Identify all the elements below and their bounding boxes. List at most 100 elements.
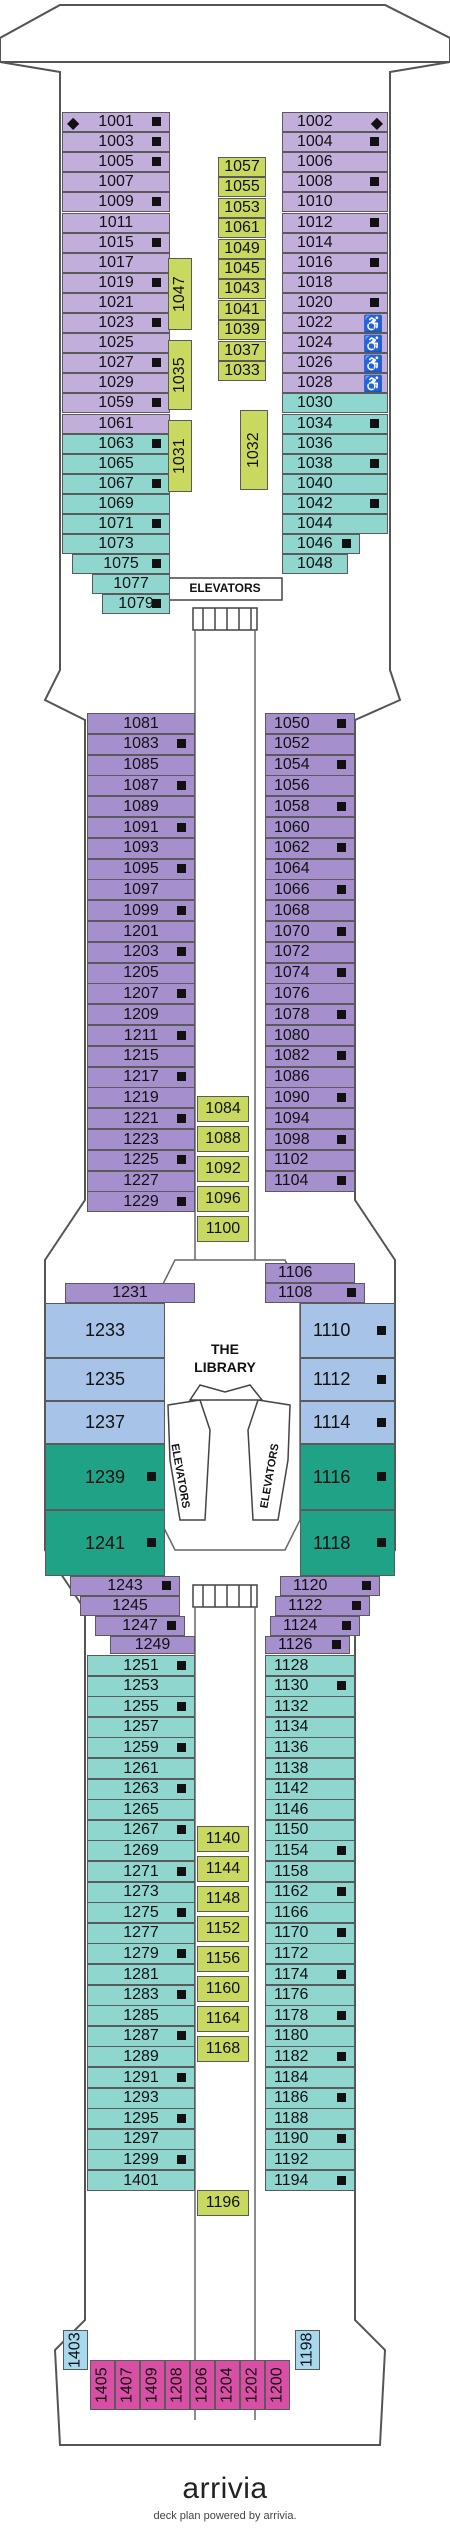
cabin-1279[interactable]: 1279	[87, 1943, 195, 1965]
cabin-1208[interactable]: 1208	[165, 2360, 190, 2410]
cabin-1038[interactable]: 1038	[282, 453, 388, 474]
cabin-1106[interactable]: 1106	[265, 1263, 355, 1283]
cabin-1160[interactable]: 1160	[197, 1976, 249, 2002]
cabin-1041[interactable]: 1041	[218, 299, 266, 320]
cabin-1146[interactable]: 1146	[265, 1799, 355, 1821]
cabin-1255[interactable]: 1255	[87, 1696, 195, 1718]
cabin-1403[interactable]: 1403	[63, 2330, 88, 2370]
cabin-1009[interactable]: 1009	[62, 192, 170, 213]
cabin-1245[interactable]: 1245	[80, 1596, 180, 1616]
cabin-1174[interactable]: 1174	[265, 1964, 355, 1985]
cabin-1170[interactable]: 1170	[265, 1922, 355, 1944]
cabin-1116[interactable]: 1116	[300, 1444, 395, 1510]
cabin-1166[interactable]: 1166	[265, 1902, 355, 1924]
cabin-1114[interactable]: 1114	[300, 1401, 395, 1444]
cabin-1142[interactable]: 1142	[265, 1778, 355, 1800]
cabin-1097[interactable]: 1097	[87, 879, 195, 901]
cabin-1217[interactable]: 1217	[87, 1066, 195, 1088]
cabin-1091[interactable]: 1091	[87, 817, 195, 838]
cabin-1098[interactable]: 1098	[265, 1129, 355, 1150]
cabin-1134[interactable]: 1134	[265, 1716, 355, 1738]
cabin-1069[interactable]: 1069	[62, 493, 170, 514]
cabin-1050[interactable]: 1050	[265, 713, 355, 734]
cabin-1138[interactable]: 1138	[265, 1758, 355, 1779]
cabin-1297[interactable]: 1297	[87, 2128, 195, 2150]
cabin-1243[interactable]: 1243	[70, 1576, 180, 1596]
cabin-1017[interactable]: 1017	[62, 252, 170, 273]
cabin-1019[interactable]: 1019	[62, 272, 170, 293]
cabin-1083[interactable]: 1083	[87, 733, 195, 755]
cabin-1215[interactable]: 1215	[87, 1045, 195, 1067]
cabin-1028[interactable]: 1028♿	[282, 373, 388, 394]
cabin-1223[interactable]: 1223	[87, 1129, 195, 1150]
cabin-1207[interactable]: 1207	[87, 983, 195, 1005]
cabin-1263[interactable]: 1263	[87, 1778, 195, 1800]
cabin-1158[interactable]: 1158	[265, 1861, 355, 1882]
cabin-1058[interactable]: 1058	[265, 796, 355, 818]
cabin-1184[interactable]: 1184	[265, 2067, 355, 2088]
cabin-1015[interactable]: 1015	[62, 232, 170, 253]
cabin-1194[interactable]: 1194	[265, 2170, 355, 2191]
cabin-1110[interactable]: 1110	[300, 1303, 395, 1358]
cabin-1087[interactable]: 1087	[87, 775, 195, 797]
cabin-1031[interactable]: 1031	[168, 420, 192, 492]
cabin-1198[interactable]: 1198	[295, 2330, 320, 2370]
cabin-1186[interactable]: 1186	[265, 2087, 355, 2109]
cabin-1012[interactable]: 1012	[282, 212, 388, 233]
cabin-1204[interactable]: 1204	[215, 2360, 240, 2410]
cabin-1035[interactable]: 1035	[168, 340, 192, 410]
cabin-1054[interactable]: 1054	[265, 754, 355, 776]
cabin-1156[interactable]: 1156	[197, 1946, 249, 1972]
cabin-1016[interactable]: 1016	[282, 252, 388, 273]
cabin-1202[interactable]: 1202	[240, 2360, 265, 2410]
cabin-1049[interactable]: 1049	[218, 238, 266, 259]
cabin-1196[interactable]: 1196	[197, 2190, 249, 2216]
cabin-1034[interactable]: 1034	[282, 413, 388, 434]
cabin-1259[interactable]: 1259	[87, 1737, 195, 1759]
cabin-1241[interactable]: 1241	[45, 1510, 165, 1576]
cabin-1283[interactable]: 1283	[87, 1984, 195, 2006]
cabin-1190[interactable]: 1190	[265, 2128, 355, 2150]
cabin-1043[interactable]: 1043	[218, 279, 266, 300]
cabin-1004[interactable]: 1004	[282, 132, 388, 153]
cabin-1235[interactable]: 1235	[45, 1358, 165, 1401]
cabin-1152[interactable]: 1152	[197, 1916, 249, 1942]
cabin-1020[interactable]: 1020	[282, 292, 388, 313]
cabin-1093[interactable]: 1093	[87, 837, 195, 859]
cabin-1047[interactable]: 1047	[168, 258, 192, 330]
cabin-1285[interactable]: 1285	[87, 2005, 195, 2027]
cabin-1219[interactable]: 1219	[87, 1087, 195, 1109]
cabin-1011[interactable]: 1011	[62, 212, 170, 233]
cabin-1079[interactable]: 1079	[102, 594, 170, 615]
cabin-1064[interactable]: 1064	[265, 858, 355, 880]
cabin-1085[interactable]: 1085	[87, 754, 195, 776]
cabin-1104[interactable]: 1104	[265, 1170, 355, 1192]
cabin-1130[interactable]: 1130	[265, 1675, 355, 1697]
cabin-1407[interactable]: 1407	[115, 2360, 140, 2410]
cabin-1070[interactable]: 1070	[265, 921, 355, 942]
cabin-1108[interactable]: 1108	[265, 1283, 365, 1303]
cabin-1265[interactable]: 1265	[87, 1799, 195, 1821]
cabin-1251[interactable]: 1251	[87, 1655, 195, 1676]
cabin-1006[interactable]: 1006	[282, 152, 388, 173]
cabin-1007[interactable]: 1007	[62, 172, 170, 193]
cabin-1067[interactable]: 1067	[62, 473, 170, 494]
cabin-1073[interactable]: 1073	[62, 534, 170, 555]
cabin-1084[interactable]: 1084	[197, 1096, 249, 1122]
cabin-1291[interactable]: 1291	[87, 2067, 195, 2088]
cabin-1003[interactable]: 1003	[62, 132, 170, 153]
cabin-1237[interactable]: 1237	[45, 1401, 165, 1444]
cabin-1066[interactable]: 1066	[265, 879, 355, 901]
cabin-1002[interactable]: 1002◆	[282, 112, 388, 132]
cabin-1092[interactable]: 1092	[197, 1156, 249, 1182]
cabin-1080[interactable]: 1080	[265, 1025, 355, 1046]
cabin-1001[interactable]: 1001◆	[62, 112, 170, 132]
cabin-1249[interactable]: 1249	[110, 1636, 195, 1654]
cabin-1040[interactable]: 1040	[282, 473, 388, 494]
cabin-1188[interactable]: 1188	[265, 2108, 355, 2130]
cabin-1023[interactable]: 1023	[62, 313, 170, 333]
cabin-1180[interactable]: 1180	[265, 2025, 355, 2047]
cabin-1025[interactable]: 1025	[62, 333, 170, 354]
cabin-1247[interactable]: 1247	[95, 1616, 185, 1636]
cabin-1021[interactable]: 1021	[62, 292, 170, 313]
